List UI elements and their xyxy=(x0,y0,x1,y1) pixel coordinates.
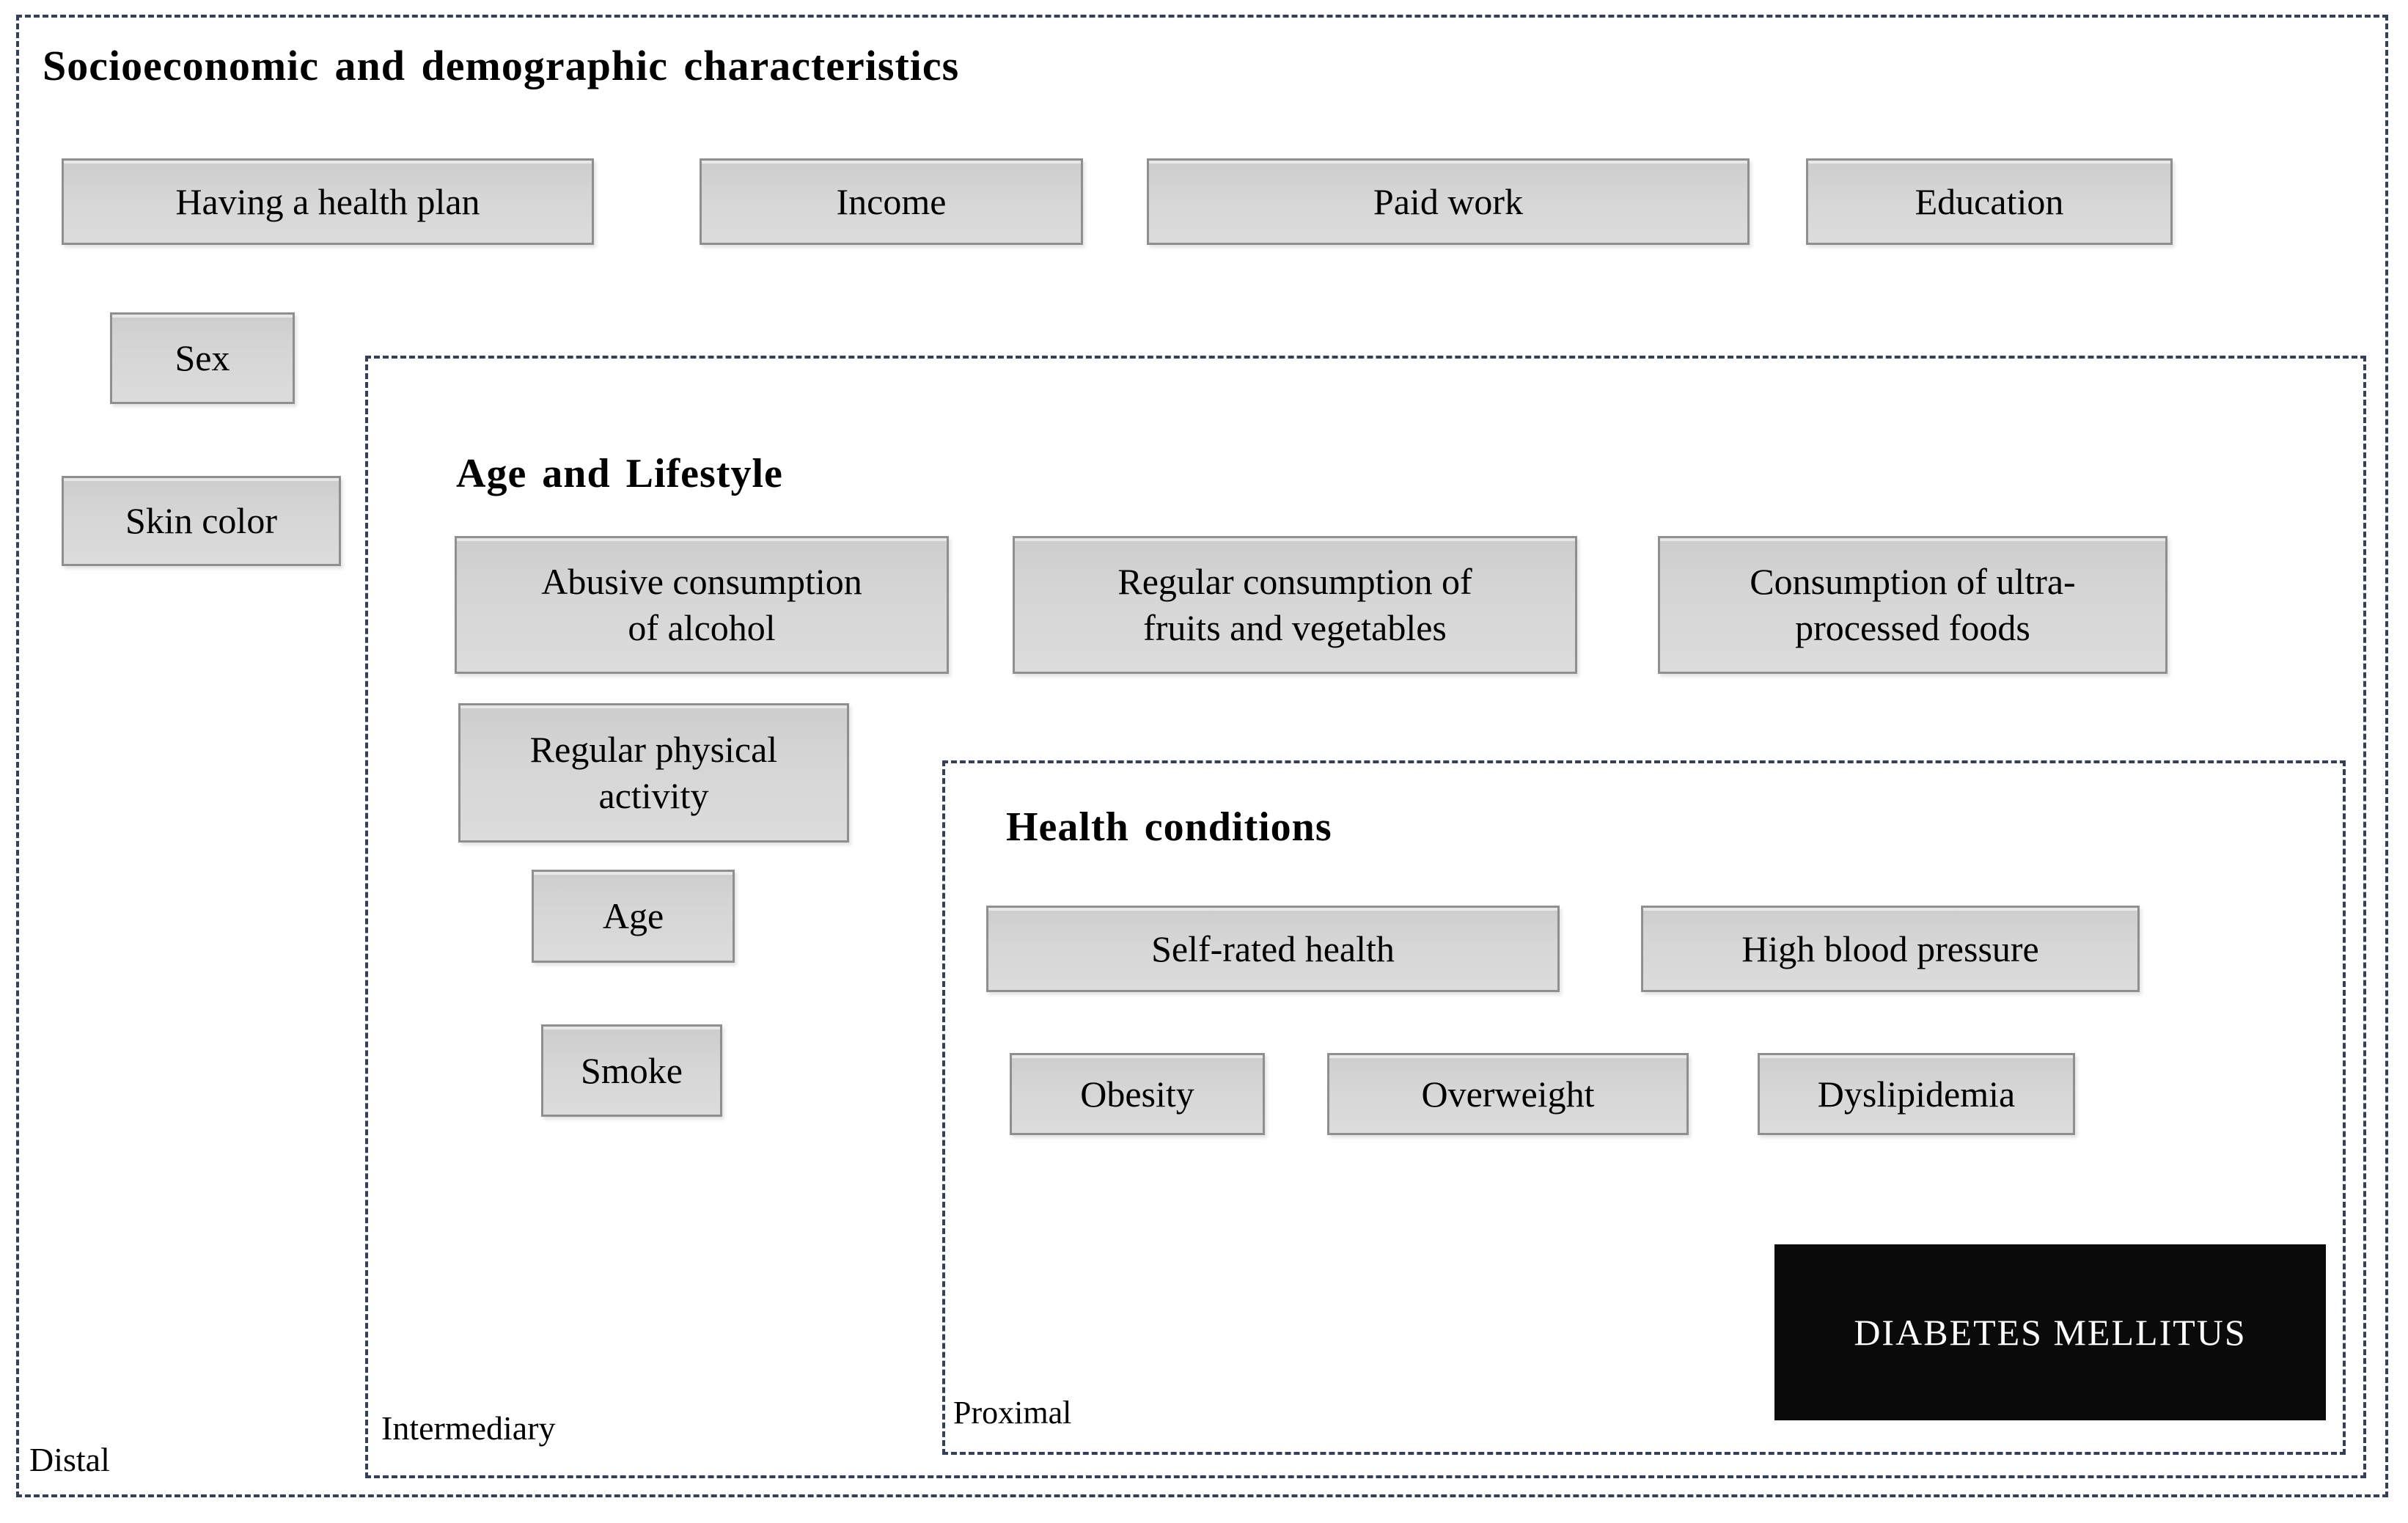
box-obesity: Obesity xyxy=(1010,1053,1265,1135)
box-education: Education xyxy=(1806,158,2173,245)
box-skin-color: Skin color xyxy=(62,476,341,566)
box-regular-consumption-of-fruits-and-vegetables: Regular consumption of fruits and vegeta… xyxy=(1013,536,1577,674)
region-label-intermediary: Intermediary xyxy=(381,1409,556,1447)
box-abusive-consumption-of-alcohol: Abusive consumption of alcohol xyxy=(455,536,949,674)
distal-region-title: Socioeconomic and demographic characteri… xyxy=(43,42,960,89)
proximal-region-title: Health conditions xyxy=(1006,804,1332,850)
box-self-rated-health: Self-rated health xyxy=(986,906,1560,992)
box-paid-work: Paid work xyxy=(1147,158,1750,245)
box-age: Age xyxy=(532,870,735,963)
box-overweight: Overweight xyxy=(1327,1053,1689,1135)
box-consumption-of-ultra-processed-foods: Consumption of ultra- processed foods xyxy=(1658,536,2167,674)
region-label-distal: Distal xyxy=(29,1441,110,1478)
box-regular-physical-activity: Regular physical activity xyxy=(458,703,849,843)
box-dyslipidemia: Dyslipidemia xyxy=(1758,1053,2075,1135)
box-having-a-health-plan: Having a health plan xyxy=(62,158,594,245)
region-label-proximal: Proximal xyxy=(953,1395,1072,1431)
intermediary-region: Age and Lifestyle Abusive consumption of… xyxy=(365,356,2366,1478)
box-smoke: Smoke xyxy=(541,1024,722,1117)
outcome-box-diabetes-mellitus: DIABETES MELLITUS xyxy=(1774,1244,2326,1420)
distal-region: Socioeconomic and demographic characteri… xyxy=(16,15,2388,1497)
intermediary-region-title: Age and Lifestyle xyxy=(456,451,783,496)
box-high-blood-pressure: High blood pressure xyxy=(1641,906,2140,992)
proximal-region: Health conditions Self-rated health High… xyxy=(942,760,2346,1455)
box-sex: Sex xyxy=(110,312,295,404)
box-income: Income xyxy=(700,158,1083,245)
